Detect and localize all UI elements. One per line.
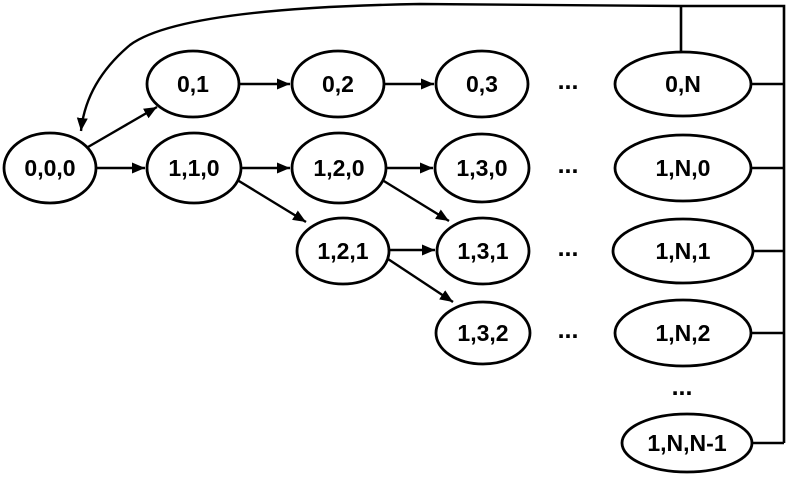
edge-0N-to-000-loop [76, 2, 682, 132]
edge-110-to-121 [233, 176, 307, 224]
node-1-2-1: 1,2,1 [295, 216, 391, 286]
node-0-2-label: 0,2 [322, 71, 354, 97]
node-1-1-0-label: 1,1,0 [168, 155, 219, 181]
node-0-0-0-shape [2, 131, 98, 205]
ellipsis-right-column: ... [672, 373, 693, 401]
node-1-N-1-shape [611, 217, 755, 285]
node-1-N-N-1-label: 1,N,N-1 [647, 430, 726, 456]
node-1-2-0-label: 1,2,0 [313, 155, 364, 181]
node-1-3-0-label: 1,3,0 [456, 155, 507, 181]
node-0-2-shape [290, 49, 386, 119]
node-0-3: 0,3 [434, 49, 530, 119]
node-1-2-1-label: 1,2,1 [317, 238, 368, 264]
edge-000-to-01 [87, 105, 158, 149]
rail-right-bracket [681, 4, 786, 443]
node-1-2-0-shape [290, 131, 388, 205]
node-1-2-0: 1,2,0 [290, 131, 388, 205]
node-1-N-2-shape [613, 298, 753, 368]
node-1-3-2: 1,3,2 [434, 300, 532, 366]
node-0-N: 0,N [613, 50, 753, 118]
node-1-N-2: 1,N,2 [613, 298, 753, 368]
node-1-N-0-shape [613, 133, 753, 203]
ellipsis-row-1: ... [558, 151, 579, 179]
node-0-3-label: 0,3 [466, 71, 498, 97]
node-0-N-shape [613, 50, 753, 118]
node-1-1-0: 1,1,0 [145, 131, 243, 205]
ellipsis-row-3: ... [558, 316, 579, 344]
node-1-N-0: 1,N,0 [613, 133, 753, 203]
node-1-3-1-shape [435, 216, 531, 286]
node-1-N-1: 1,N,1 [611, 217, 755, 285]
node-1-3-0-shape [433, 132, 531, 204]
node-0-0-0-label: 0,0,0 [24, 155, 75, 181]
node-1-3-2-shape [434, 300, 532, 366]
node-0-N-label: 0,N [665, 71, 701, 97]
node-1-3-1: 1,3,1 [435, 216, 531, 286]
node-1-N-2-label: 1,N,2 [656, 320, 711, 346]
edge-120-to-131 [378, 176, 450, 223]
node-1-3-0: 1,3,0 [433, 132, 531, 204]
node-0-1: 0,1 [145, 49, 241, 119]
node-1-2-1-shape [295, 216, 391, 286]
node-1-N-0-label: 1,N,0 [656, 155, 711, 181]
node-1-3-1-label: 1,3,1 [457, 238, 508, 264]
node-1-N-1-label: 1,N,1 [656, 238, 711, 264]
node-0-0-0: 0,0,0 [2, 131, 98, 205]
node-1-1-0-shape [145, 131, 243, 205]
ellipsis-row-0: ... [558, 67, 579, 95]
node-0-2: 0,2 [290, 49, 386, 119]
node-0-1-shape [145, 49, 241, 119]
ellipsis-row-2: ... [558, 234, 579, 262]
node-1-N-N-1-shape [620, 412, 754, 474]
edge-121-to-132 [387, 257, 454, 304]
node-0-3-shape [434, 49, 530, 119]
node-1-N-N-1: 1,N,N-1 [620, 412, 754, 474]
node-1-3-2-label: 1,3,2 [457, 320, 508, 346]
node-0-1-label: 0,1 [177, 71, 209, 97]
